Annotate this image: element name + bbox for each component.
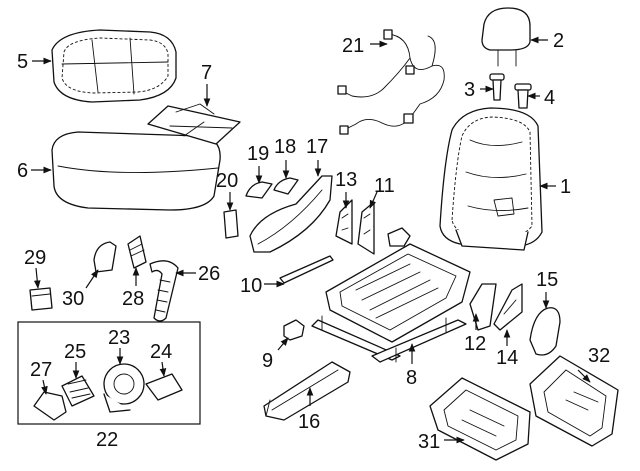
- callout-1: 1: [560, 176, 571, 198]
- lumbar-pad-part: [529, 307, 561, 356]
- callout-25: 25: [64, 341, 86, 363]
- callout-16: 16: [298, 411, 320, 433]
- callout-23: 23: [108, 327, 130, 349]
- callout-12: 12: [464, 333, 486, 355]
- callout-32: 32: [588, 345, 610, 367]
- headrest-part: [481, 7, 531, 67]
- callout-30: 30: [62, 288, 84, 310]
- air-hose-part: [149, 260, 179, 322]
- leader-lines: [31, 36, 591, 444]
- side-cover-lower-part: [469, 283, 497, 331]
- duct-part: [127, 235, 147, 269]
- headrest-guide-lock-part: [514, 83, 532, 109]
- bezel-part: [245, 181, 273, 199]
- callout-3: 3: [464, 79, 475, 101]
- callout-24: 24: [150, 341, 172, 363]
- callout-26: 26: [198, 263, 220, 285]
- switch-knob-part: [223, 209, 239, 239]
- callout-31: 31: [418, 431, 440, 453]
- recliner-cover-part: [493, 283, 523, 331]
- callout-21: 21: [342, 35, 364, 57]
- seat-cushion-pad-part: [51, 131, 221, 211]
- blower-duct-part: [61, 375, 95, 407]
- callout-7: 7: [201, 62, 212, 84]
- callout-29: 29: [24, 247, 46, 269]
- callout-14: 14: [496, 347, 518, 369]
- callout-28: 28: [122, 288, 144, 310]
- inner-shield-part: [335, 199, 353, 245]
- under-seat-tray-part: [529, 355, 619, 447]
- callout-17: 17: [306, 136, 328, 158]
- seat-heater-mat-part: [147, 103, 241, 145]
- inner-shield-upper-part: [357, 201, 375, 255]
- headrest-guide-part: [489, 73, 505, 101]
- seat-back-part: [439, 107, 543, 251]
- bracket-part: [93, 241, 117, 273]
- callout-6: 6: [17, 160, 28, 182]
- blower-motor-part: [103, 363, 145, 413]
- callout-20: 20: [216, 170, 238, 192]
- callout-13: 13: [335, 169, 357, 191]
- callout-4: 4: [544, 87, 555, 109]
- side-rod-part: [279, 255, 334, 284]
- connector-part: [29, 287, 53, 311]
- callout-27: 27: [30, 359, 52, 381]
- blower-bracket-part: [33, 391, 67, 421]
- under-seat-cover-part: [429, 377, 531, 461]
- blower-outlet-part: [145, 373, 183, 401]
- callout-labels: 5 6 7 21 2 3 4 1 20 19 18 17 13 11 10 8 …: [17, 30, 610, 453]
- callout-22: 22: [96, 429, 118, 451]
- seat-frame-assembly-part: [311, 227, 471, 363]
- callout-2: 2: [553, 30, 564, 52]
- wire-harness-part: [337, 29, 445, 135]
- seat-cushion-cover-part: [51, 29, 177, 103]
- callout-10: 10: [240, 275, 262, 297]
- trim-cover-part: [273, 177, 299, 195]
- kit-group-box: [17, 321, 201, 425]
- callout-15: 15: [536, 269, 558, 291]
- callout-8: 8: [406, 367, 417, 389]
- side-shield-part: [249, 175, 333, 253]
- callout-18: 18: [274, 136, 296, 158]
- callout-11: 11: [374, 175, 395, 197]
- callout-9: 9: [262, 350, 273, 372]
- frame-cap-part: [283, 319, 305, 341]
- callout-19: 19: [247, 143, 269, 165]
- callout-5: 5: [17, 51, 28, 73]
